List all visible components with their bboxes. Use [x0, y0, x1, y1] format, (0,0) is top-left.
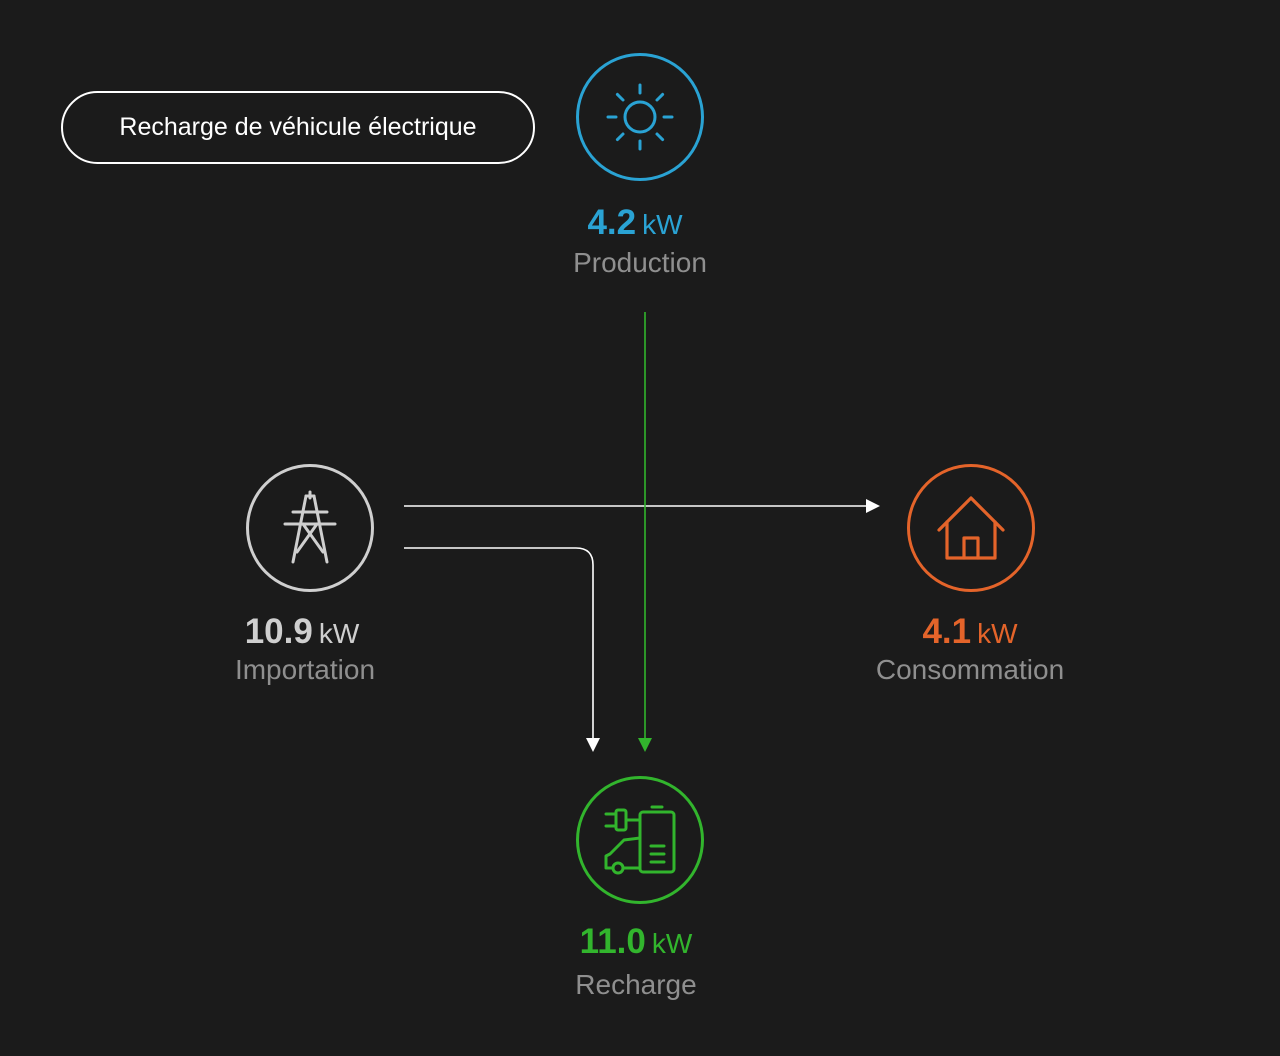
house-icon: [937, 496, 1005, 560]
production-value-unit: kW: [642, 209, 683, 240]
power-pylon-icon: [283, 490, 337, 564]
sun-icon: [606, 83, 674, 151]
production-value-number: 4.2: [587, 203, 637, 242]
charging-node[interactable]: [576, 776, 704, 904]
ev-charger-icon: [604, 805, 676, 875]
grid-node[interactable]: [246, 464, 374, 592]
consumption-label: Consommation: [875, 654, 1065, 685]
flow-grid-to-charging: [404, 547, 600, 752]
ev-charging-mode-button[interactable]: Recharge de véhicule électrique: [61, 91, 535, 164]
consumption-value-unit: kW: [977, 618, 1018, 649]
grid-value-number: 10.9: [244, 612, 313, 651]
charging-value-unit: kW: [651, 928, 693, 959]
consumption-value-number: 4.1: [922, 612, 972, 651]
consumption-node[interactable]: [907, 464, 1035, 592]
grid-value-unit: kW: [318, 618, 360, 649]
production-node[interactable]: [576, 53, 704, 181]
production-label: Production: [573, 247, 707, 278]
ev-charging-mode-label: Recharge de véhicule électrique: [119, 113, 477, 141]
grid-label: Importation: [234, 654, 376, 685]
charging-value-number: 11.0: [579, 922, 646, 961]
charging-label: Recharge: [575, 969, 697, 1000]
